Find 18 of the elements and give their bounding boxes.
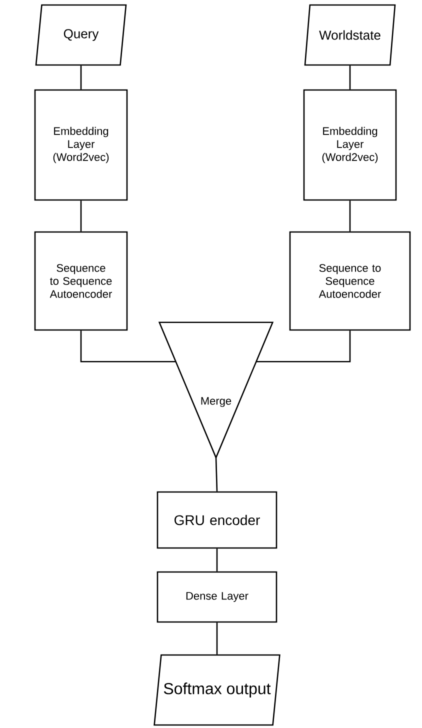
layer-box: Embedding Layer (Word2vec) bbox=[34, 89, 128, 201]
connector-line bbox=[256, 330, 351, 362]
connector-line bbox=[349, 200, 351, 232]
layer-box: Embedding Layer (Word2vec) bbox=[303, 89, 397, 201]
layer-box: GRU encoder bbox=[156, 491, 278, 549]
output-parallelogram: Softmax output bbox=[154, 654, 280, 726]
layer-box: Sequence to Sequence Autoencoder bbox=[34, 231, 128, 331]
connector-line bbox=[216, 622, 218, 654]
layer-box: Dense Layer bbox=[156, 571, 278, 623]
connector-line bbox=[80, 200, 82, 232]
connector-line bbox=[216, 548, 218, 572]
layer-box: Sequence to Sequence Autoencoder bbox=[289, 231, 411, 331]
input-parallelogram: Query bbox=[35, 4, 127, 66]
connector-line bbox=[349, 66, 351, 90]
connector-line bbox=[80, 66, 82, 90]
input-parallelogram: Worldstate bbox=[304, 4, 396, 66]
connector-line bbox=[215, 458, 218, 492]
connector-line bbox=[80, 330, 176, 362]
